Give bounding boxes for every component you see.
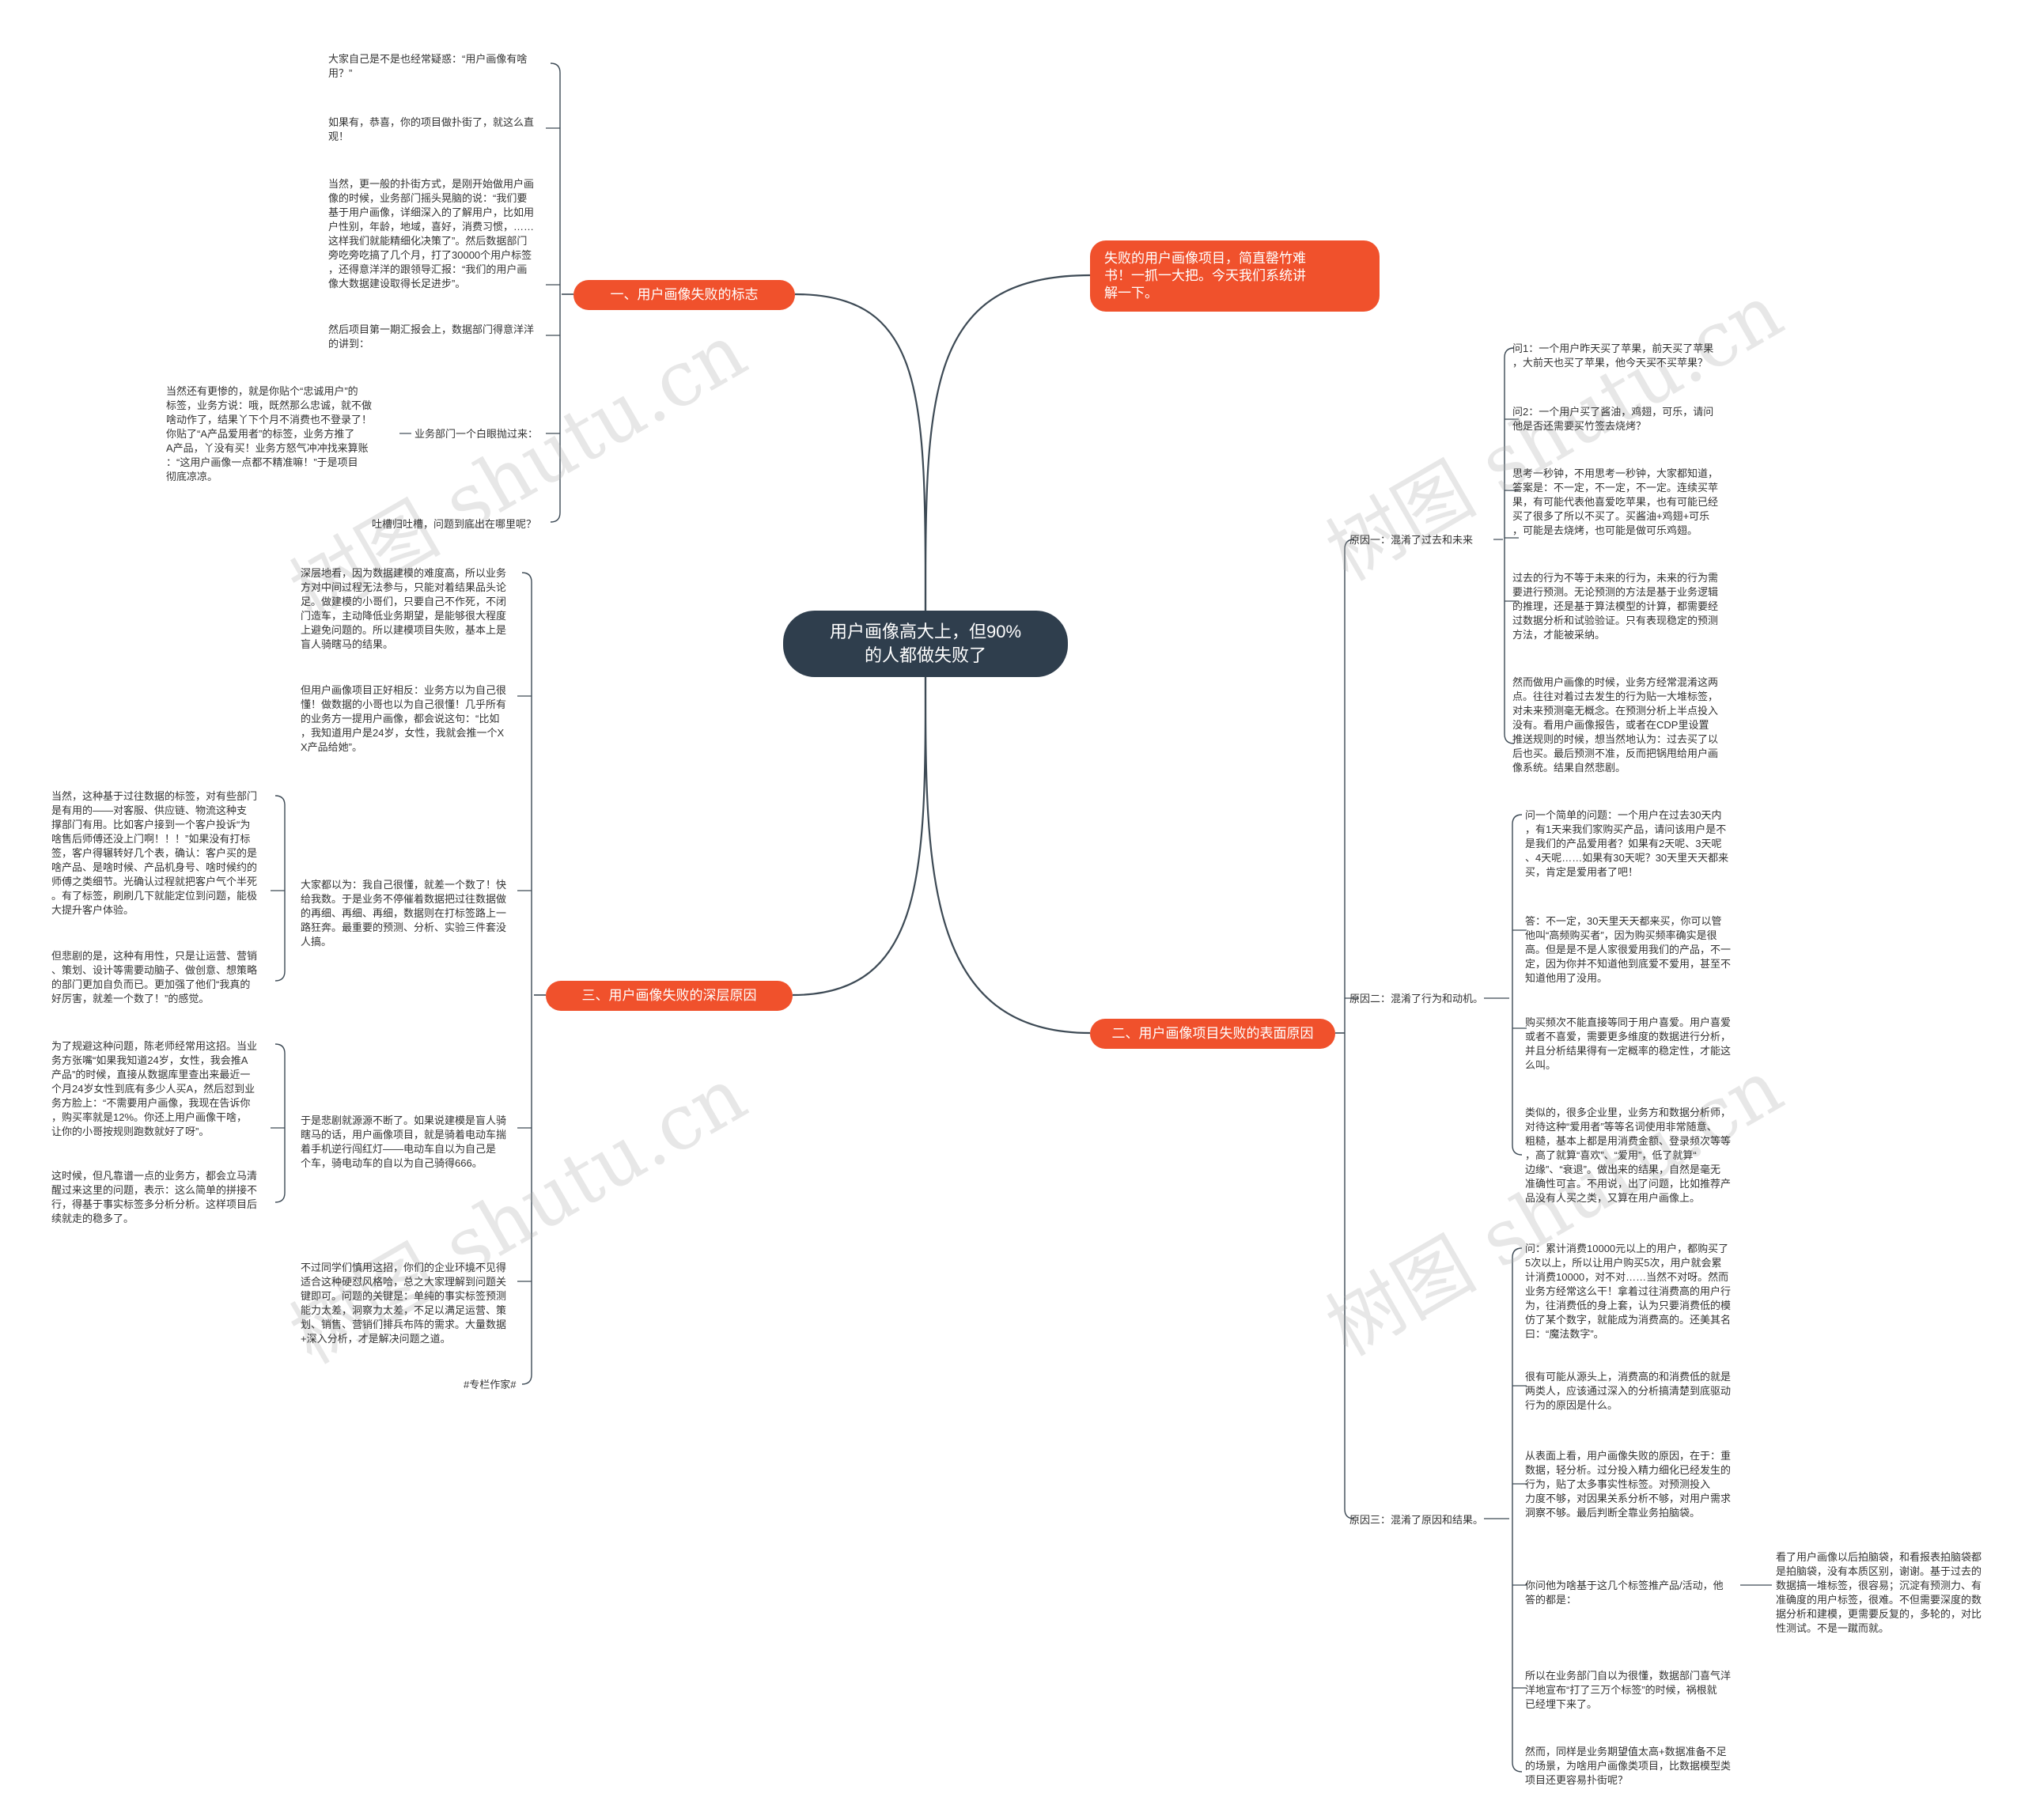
b2-s2-leaf-1[interactable]: 问一个简单的问题：一个用户在过去30天内 ，有1天来我们家购买产品，请问该用户是…	[1525, 809, 1729, 878]
root-topic[interactable]: 用户画像高大上，但90% 的人都做失败了	[783, 611, 1068, 677]
link-b2-s3-top	[1512, 1247, 1523, 1258]
b3-leaf-3-child-1[interactable]: 当然，这种基于过往数据的标签，对有些部门 是有用的——对客服、供应链、物流这种支…	[51, 790, 258, 916]
b2-cause-1[interactable]: 原因一：混淆了过去和未来	[1349, 534, 1474, 546]
link-b2-s1-top	[1504, 347, 1515, 358]
main-topic-b2[interactable]: 二、用户画像项目失败的表面原因	[1090, 1019, 1335, 1049]
b2-s2-leaf-2[interactable]: 答：不一定，30天里天天都来买，你可以管 他叫“高频购买者”，因为购买频率确实是…	[1525, 915, 1732, 984]
b1-leaf-5[interactable]: 业务部门一个白眼抛过来：	[414, 428, 539, 440]
b2-s1-leaf-2[interactable]: 问2：一个用户买了酱油，鸡翅，可乐，请问 他是否还需要买竹签去烧烤？	[1512, 406, 1714, 432]
b2-s3-leaf-3[interactable]: 从表面上看，用户画像失败的原因，在于：重 数据，轻分析。过分投入精力细化已经发生…	[1525, 1450, 1732, 1519]
link-b2-s3-bottom	[1512, 1761, 1523, 1773]
link-b2-bottom	[1344, 1508, 1355, 1519]
link-root-b3	[792, 675, 927, 997]
main-topic-b1[interactable]: 一、用户画像失败的标志	[573, 280, 795, 310]
b3-leaf-4-child-2[interactable]: 这时候，但凡靠谱一点的业务方，都会立马清 醒过来这里的问题，表示：这么简单的拼接…	[51, 1170, 258, 1224]
link-b2-top	[1344, 539, 1355, 550]
b2-s3-leaf-1[interactable]: 问：累计消费10000元以上的用户，都购买了 5次以上，所以让用户购买5次，用户…	[1525, 1243, 1732, 1340]
b1-leaf-5-child[interactable]: 当然还有更惨的，就是你贴个“忠诚用户”的 标签，业务方说：哦，既然那么忠诚，就不…	[166, 385, 373, 482]
b2-s2-leaf-4[interactable]: 类似的，很多企业里，业务方和数据分析师， 对待这种“爱用者”等等名词使用非常随意…	[1525, 1107, 1732, 1204]
b2-s2-leaf-3[interactable]: 购买频次不能直接等同于用户喜爱。用户喜爱 或者不喜爱，需要更多维度的数据进行分析…	[1525, 1016, 1732, 1071]
b2-cause-2[interactable]: 原因二：混淆了行为和动机。	[1349, 993, 1484, 1005]
b2-s3-leaf-2[interactable]: 很有可能从源头上，消费高的和消费低的就是 两类人，应该通过深入的分析搞清楚到底驱…	[1525, 1371, 1732, 1411]
b2-s3-leaf-6[interactable]: 然而，同样是业务期望值太高+数据准备不足 的场景，为啥用户画像类项目，比数据模型…	[1525, 1746, 1732, 1786]
b3-leaf-3[interactable]: 大家都以为：我自己很懂，就差一个数了！快 给我数。于是业务不停催着数据把过往数据…	[301, 879, 507, 948]
link-b2-s2-top	[1512, 814, 1523, 825]
b2-s3-leaf-5[interactable]: 所以在业务部门自以为很懂，数据部门喜气洋 洋地宣布“打了三万个标签”的时候，祸根…	[1525, 1670, 1732, 1710]
link-b3-l3-top	[274, 795, 286, 806]
link-b3-l4-top	[274, 1043, 286, 1054]
b2-s1-leaf-1[interactable]: 问1：一个用户昨天买了苹果，前天买了苹果 ，大前天也买了苹果，他今天买不买苹果？	[1512, 342, 1714, 369]
link-b1-top	[550, 62, 561, 74]
b3-leaf-3-child-2[interactable]: 但悲剧的是，这种有用性，只是让运营、营销 、策划、设计等需要动脑子、做创意、想策…	[51, 950, 258, 1005]
b1-leaf-4[interactable]: 然后项目第一期汇报会上，数据部门得意洋洋 的讲到：	[328, 324, 535, 350]
link-root-b2	[924, 675, 1091, 1035]
b2-s3-leaf-4[interactable]: 你问他为啥基于这几个标签推产品/活动，他 答的都是：	[1525, 1580, 1724, 1606]
b1-leaf-2[interactable]: 如果有，恭喜，你的项目做扑街了，就这么直 观！	[328, 116, 535, 142]
link-b2-s2-bottom	[1512, 1145, 1523, 1156]
link-root-b1	[794, 293, 927, 613]
b2-s1-leaf-5[interactable]: 然而做用户画像的时候，业务方经常混淆这两 点。往往对着过去发生的行为贴一大堆标签…	[1512, 676, 1719, 774]
b1-leaf-3[interactable]: 当然，更一般的扑街方式，是刚开始做用户画 像的时候，业务部门摇头晃脑的说：“我们…	[328, 178, 535, 289]
b3-leaf-5[interactable]: 不过同学们慎用这招，你们的企业环境不见得 适合这种硬怼风格哈，总之大家理解到问题…	[301, 1262, 507, 1345]
b3-leaf-2[interactable]: 但用户画像项目正好相反：业务方以为自己很 懂！做数据的小哥也以为自己很懂！几乎所…	[301, 684, 507, 753]
b3-leaf-6[interactable]: #专栏作家#	[464, 1379, 517, 1391]
link-b1-bottom	[550, 512, 561, 523]
link-b3-bottom	[521, 1374, 532, 1385]
b3-leaf-4[interactable]: 于是悲剧就源源不断了。如果说建模是盲人骑 瞎马的话，用户画像项目，就是骑着电动车…	[301, 1114, 507, 1169]
link-b2-s1-bottom	[1504, 733, 1515, 744]
b2-s1-leaf-4[interactable]: 过去的行为不等于未来的行为，未来的行为需 要进行预测。无论预测的方法是基于业务逻…	[1512, 572, 1719, 641]
link-b3-l3-bottom	[274, 971, 286, 982]
link-b3-l4-bottom	[274, 1192, 286, 1203]
b2-cause-3[interactable]: 原因三：混淆了原因和结果。	[1349, 1514, 1484, 1526]
b1-leaf-1[interactable]: 大家自己是不是也经常疑惑：“用户画像有啥 用？”	[328, 53, 528, 79]
main-topic-intro[interactable]: 失败的用户画像项目，简直罄竹难 书！一抓一大把。今天我们系统讲 解一下。	[1090, 240, 1380, 312]
b3-leaf-1[interactable]: 深层地看，因为数据建模的难度高，所以业务 方对中间过程无法参与，只能对着结果品头…	[301, 567, 507, 650]
link-root-intro	[924, 274, 1091, 613]
b1-leaf-6[interactable]: 吐槽归吐槽，问题到底出在哪里呢？	[372, 518, 537, 530]
main-topic-b3[interactable]: 三、用户画像失败的深层原因	[546, 981, 793, 1011]
b2-s3-leaf-4-child[interactable]: 看了用户画像以后拍脑袋，和看报表拍脑袋都 是拍脑袋，没有本质区别，谢谢。基于过去…	[1776, 1551, 1982, 1634]
b2-s1-leaf-3[interactable]: 思考一秒钟，不用思考一秒钟，大家都知道， 答案是：不一定，不一定，不一定。连续买…	[1512, 467, 1719, 536]
b3-leaf-4-child-1[interactable]: 为了规避这种问题，陈老师经常用这招。当业 务方张嘴“如果我知道24岁，女性，我会…	[51, 1040, 258, 1137]
link-b3-top	[521, 572, 532, 583]
